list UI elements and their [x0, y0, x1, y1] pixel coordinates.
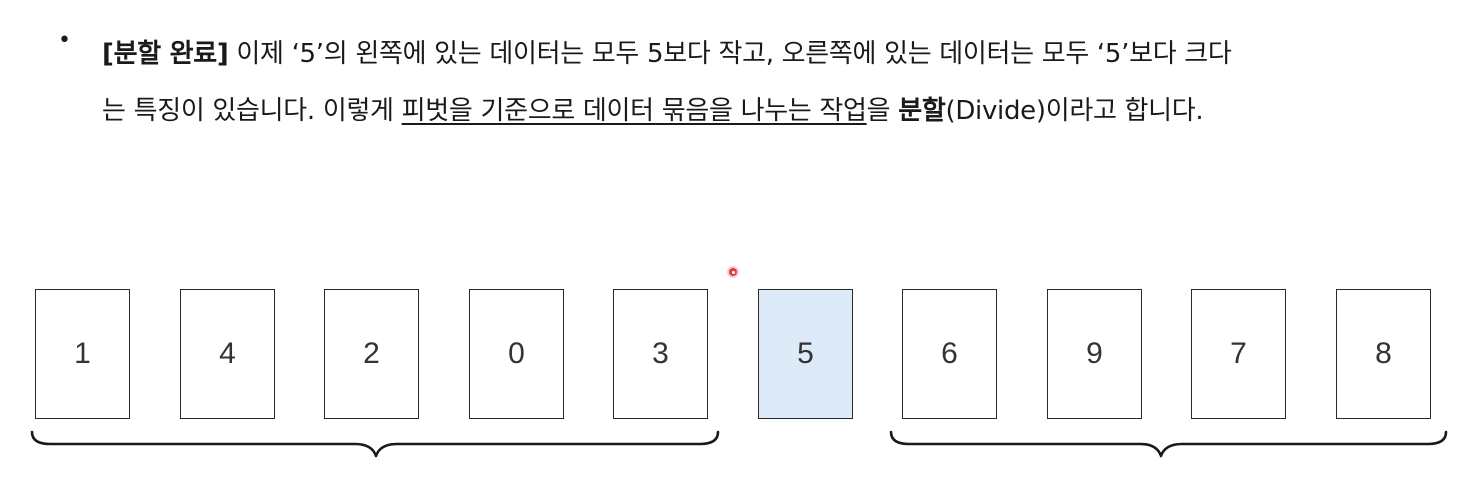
- right-group-brace: [889, 430, 1448, 458]
- description-paragraph: [분할 완료] 이제 ‘5’의 왼쪽에 있는 데이터는 모두 5보다 작고, 오…: [102, 26, 1442, 140]
- card-right-2: 7: [1191, 289, 1286, 419]
- cursor-pointer-icon: [729, 268, 737, 276]
- line1-text: 이제 ‘5’의 왼쪽에 있는 데이터는 모두 5보다 작고, 오른쪽에 있는 데…: [228, 39, 1232, 69]
- paragraph-line-2: 는 특징이 있습니다. 이렇게 피벗을 기준으로 데이터 묶음을 나누는 작업을…: [102, 83, 1442, 140]
- bullet-icon: •: [58, 28, 71, 53]
- line2-pre: 는 특징이 있습니다. 이렇게: [102, 96, 402, 126]
- card-right-3: 8: [1336, 289, 1431, 419]
- term-divide: 분할: [898, 96, 946, 126]
- card-left-4: 3: [613, 289, 708, 419]
- card-left-3: 0: [469, 289, 564, 419]
- section-label: [분할 완료]: [102, 39, 229, 69]
- card-right-0: 6: [902, 289, 997, 419]
- left-group-brace: [30, 430, 720, 458]
- line2-mid: 을: [866, 96, 899, 126]
- pivot-card: 5: [758, 289, 853, 419]
- line2-post: (Divide)이라고 합니다.: [945, 96, 1204, 126]
- paragraph-line-1: [분할 완료] 이제 ‘5’의 왼쪽에 있는 데이터는 모두 5보다 작고, 오…: [102, 26, 1442, 83]
- card-left-1: 4: [180, 289, 275, 419]
- card-left-0: 1: [35, 289, 130, 419]
- underlined-definition: 피벗을 기준으로 데이터 묶음을 나누는 작업: [401, 96, 867, 126]
- card-left-2: 2: [324, 289, 419, 419]
- card-right-1: 9: [1047, 289, 1142, 419]
